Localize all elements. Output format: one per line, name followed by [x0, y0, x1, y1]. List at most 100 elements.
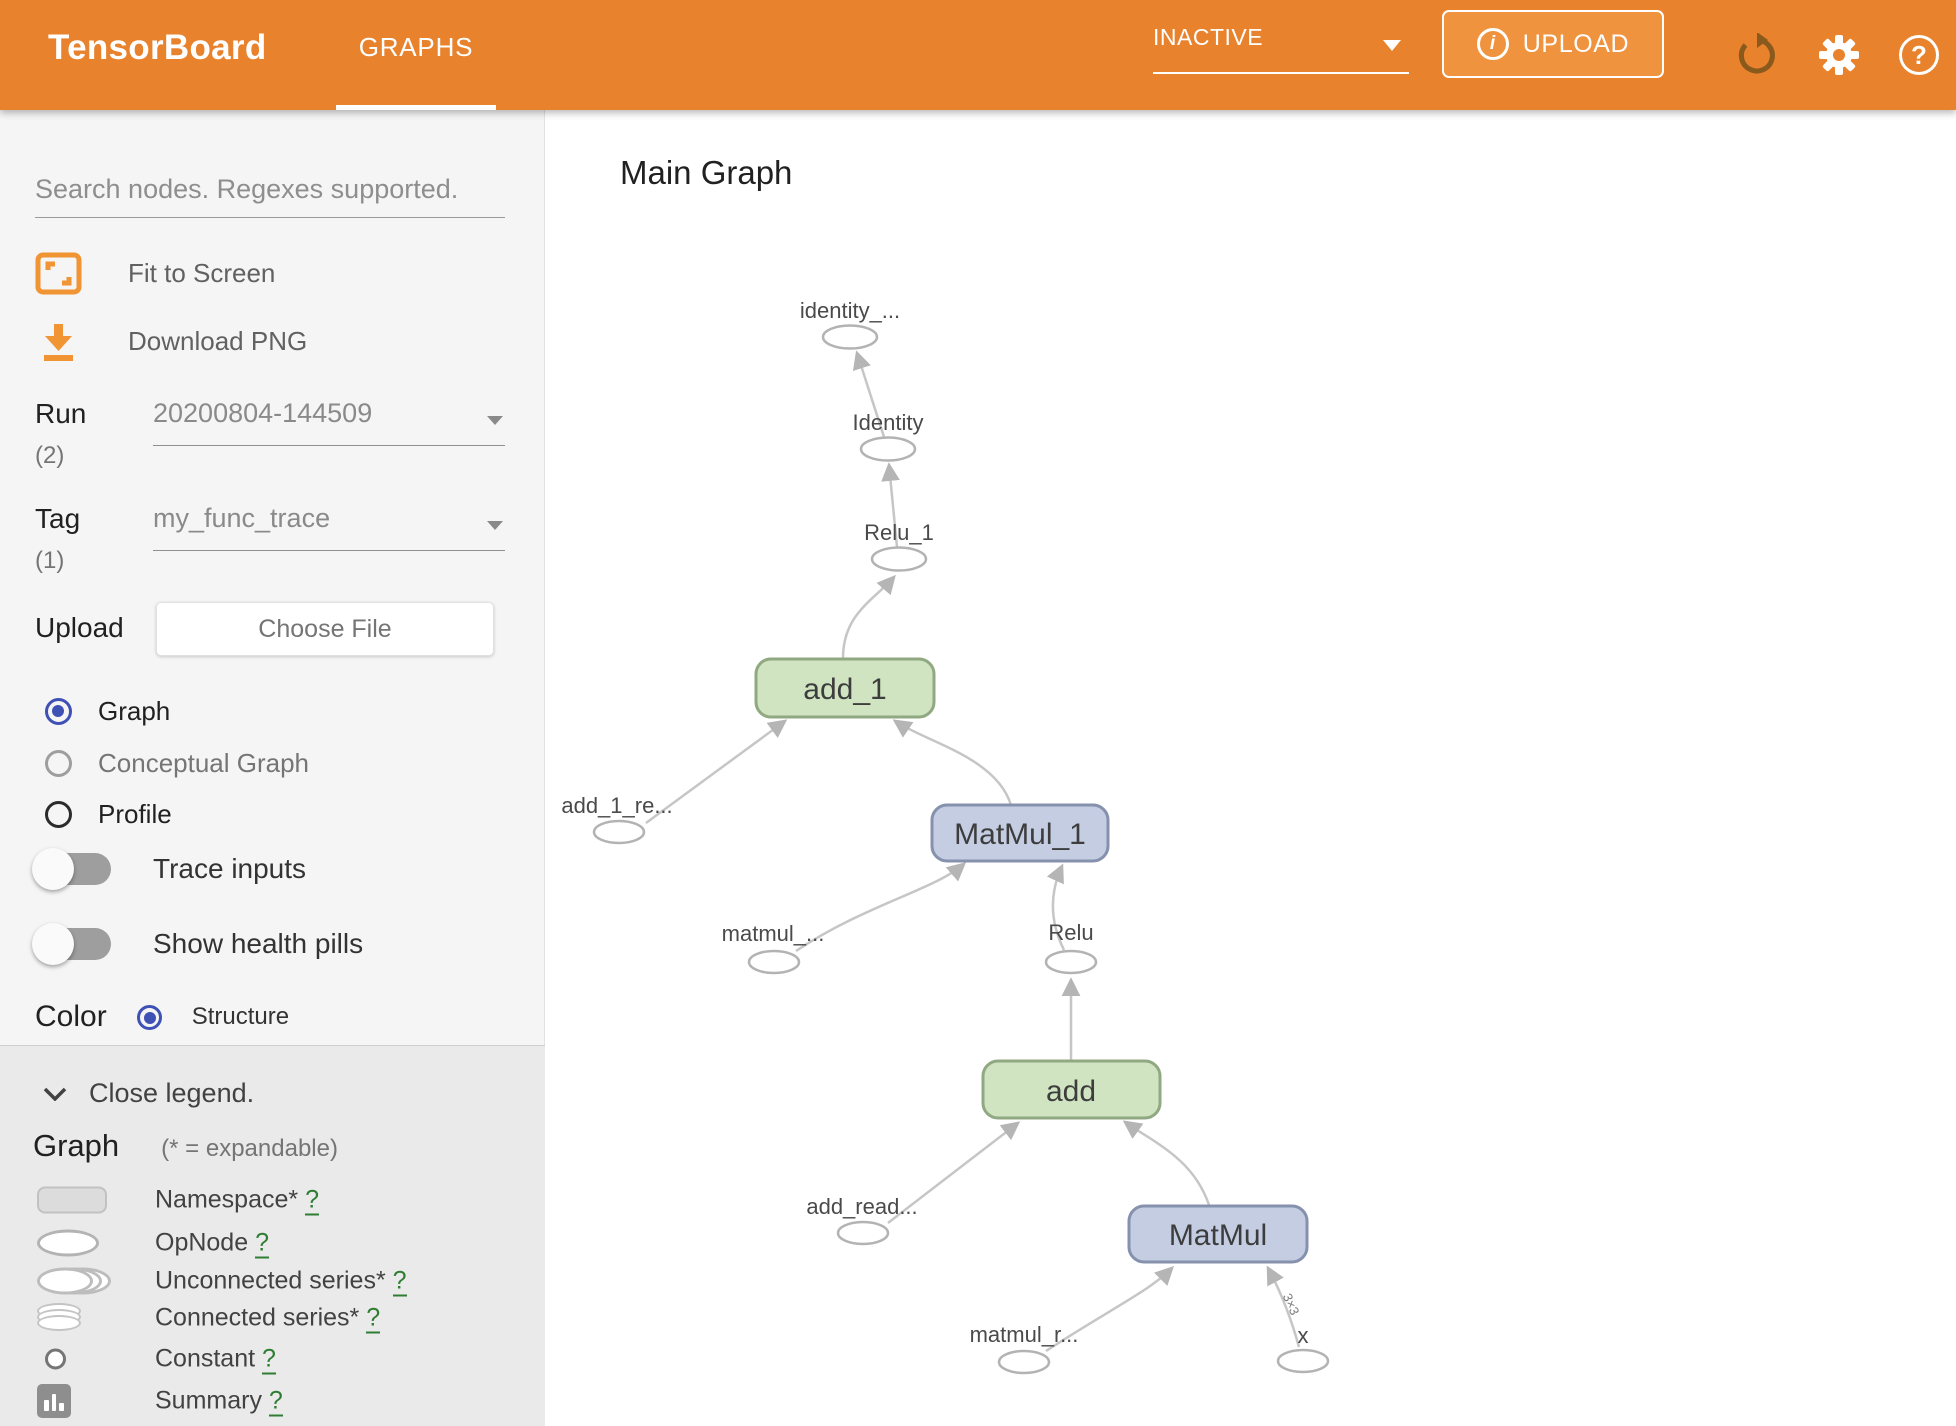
choose-file-button[interactable]: Choose File [156, 602, 494, 656]
refresh-icon [1738, 33, 1775, 74]
download-png-label: Download PNG [128, 326, 308, 356]
chevron-down-icon [43, 1087, 67, 1101]
help-link[interactable]: ? [392, 1266, 407, 1297]
node-label: Relu [1048, 920, 1093, 945]
choose-file-label: Choose File [258, 614, 392, 643]
node-add_1_re[interactable] [592, 819, 646, 845]
trace-inputs-label: Trace inputs [153, 853, 307, 884]
page-title: Main Graph [620, 154, 793, 191]
fit-to-screen-icon [35, 252, 82, 295]
node-relu_1[interactable] [870, 546, 928, 572]
legend-item-summary: Summary ? [0, 1381, 545, 1421]
chevron-down-icon [1383, 40, 1401, 51]
connected-series-swatch-icon [37, 1303, 83, 1333]
summary-swatch-icon [37, 1384, 71, 1418]
namespace-swatch-icon [37, 1186, 107, 1214]
legend-item-opnode: OpNode ? [0, 1223, 545, 1263]
radio-unselected-icon [45, 750, 72, 777]
tag-select-value: my_func_trace [153, 503, 331, 533]
node-identity_out[interactable] [821, 324, 879, 350]
upload-button-label: UPLOAD [1522, 29, 1630, 58]
legend-heading-row: Graph (* = expandable) [33, 1128, 338, 1164]
edge-add_1-relu_1 [841, 574, 896, 659]
legend-item-constant: Constant ? [0, 1339, 545, 1379]
edge-identity-identity_out [852, 350, 886, 438]
node-label: add_read... [806, 1194, 917, 1219]
node-label: add_1_re... [561, 793, 672, 818]
upload-button[interactable]: i UPLOAD [1442, 10, 1664, 78]
node-identity[interactable] [859, 436, 917, 462]
run-count: (2) [35, 442, 65, 469]
node-label: Relu_1 [864, 520, 934, 545]
edge-add_1_re-add_1 [645, 719, 788, 825]
run-select[interactable]: 20200804-144509 [153, 398, 505, 446]
radio-conceptual-label: Conceptual Graph [98, 748, 310, 778]
node-relu[interactable] [1044, 949, 1098, 975]
fit-to-screen-label: Fit to Screen [128, 258, 276, 288]
node-label: add_1 [803, 673, 886, 706]
close-legend-button[interactable]: Close legend. [43, 1078, 254, 1109]
node-matmul_r[interactable] [997, 1349, 1051, 1375]
run-label: Run [35, 398, 87, 429]
health-pills-toggle[interactable]: Show health pills [32, 923, 364, 965]
download-png-button[interactable]: Download PNG [35, 318, 307, 365]
help-link[interactable]: ? [366, 1303, 381, 1334]
edge-add_read-add [887, 1121, 1021, 1224]
toggle-off-icon [32, 848, 111, 890]
color-structure-radio[interactable] [136, 1004, 162, 1030]
node-label: MatMul [1169, 1219, 1267, 1252]
edge-matmul-add [1122, 1120, 1211, 1206]
radio-selected-icon [45, 698, 72, 725]
trace-inputs-toggle[interactable]: Trace inputs [32, 848, 307, 890]
tab-graphs[interactable]: GRAPHS [358, 32, 474, 62]
refresh-button[interactable] [1734, 32, 1780, 78]
legend-item-namespace: Namespace* ? [0, 1180, 545, 1220]
node-matmul-box[interactable] [1127, 1204, 1309, 1264]
legend-label: Constant [155, 1344, 256, 1373]
settings-button[interactable] [1816, 32, 1862, 78]
help-link[interactable]: ? [268, 1386, 283, 1417]
unconnected-series-swatch-icon [37, 1267, 117, 1295]
radio-profile-label: Profile [98, 799, 172, 829]
tag-label: Tag [35, 503, 81, 534]
tag-select[interactable]: my_func_trace [153, 503, 505, 551]
radio-conceptual-graph[interactable]: Conceptual Graph [45, 748, 309, 779]
help-link[interactable]: ? [255, 1228, 269, 1259]
help-link[interactable]: ? [305, 1185, 319, 1216]
edge-matmul-matmul_1 [795, 862, 967, 953]
sidebar-divider [0, 1045, 545, 1046]
constant-swatch-icon [45, 1348, 66, 1370]
edge-relu_1-identity [881, 462, 900, 548]
radio-profile[interactable]: Profile [45, 799, 172, 830]
radio-graph[interactable]: Graph [45, 696, 170, 727]
opnode-swatch-icon [37, 1229, 99, 1257]
legend-label: Connected series* [155, 1303, 360, 1332]
sidebar: Fit to Screen Download PNG Run (2) 20200… [0, 110, 545, 1426]
chevron-down-icon [487, 521, 503, 530]
health-pills-label: Show health pills [153, 928, 364, 959]
node-add_1-box[interactable] [754, 657, 936, 719]
legend-heading: Graph [33, 1128, 120, 1163]
color-label: Color [35, 1000, 107, 1033]
app-logo: TensorBoard [48, 28, 267, 67]
fit-to-screen-button[interactable]: Fit to Screen [35, 250, 275, 297]
help-button[interactable]: ? [1896, 32, 1942, 78]
status-dropdown-value: INACTIVE [1153, 24, 1264, 50]
node-x[interactable] [1276, 1348, 1330, 1374]
status-dropdown[interactable]: INACTIVE [1153, 24, 1409, 74]
node-matmul_read[interactable] [747, 949, 801, 975]
help-link[interactable]: ? [262, 1344, 276, 1375]
node-label: identity_... [800, 298, 900, 323]
node-add-box[interactable] [981, 1059, 1162, 1120]
legend-expandable-note: (* = expandable) [161, 1135, 338, 1162]
color-structure-label: Structure [191, 1003, 290, 1030]
info-icon: i [1476, 28, 1509, 60]
edge-relu-matmul_1 [1046, 863, 1066, 951]
node-add_read[interactable] [836, 1220, 890, 1246]
radio-unselected-icon [45, 801, 72, 828]
app-header: TensorBoard GRAPHS INACTIVE i UPLOAD ? [0, 0, 1956, 110]
node-label: Identity [853, 410, 924, 435]
node-matmul_1-box[interactable] [930, 803, 1110, 863]
search-input[interactable] [35, 162, 505, 218]
node-label: matmul_r... [970, 1322, 1079, 1347]
